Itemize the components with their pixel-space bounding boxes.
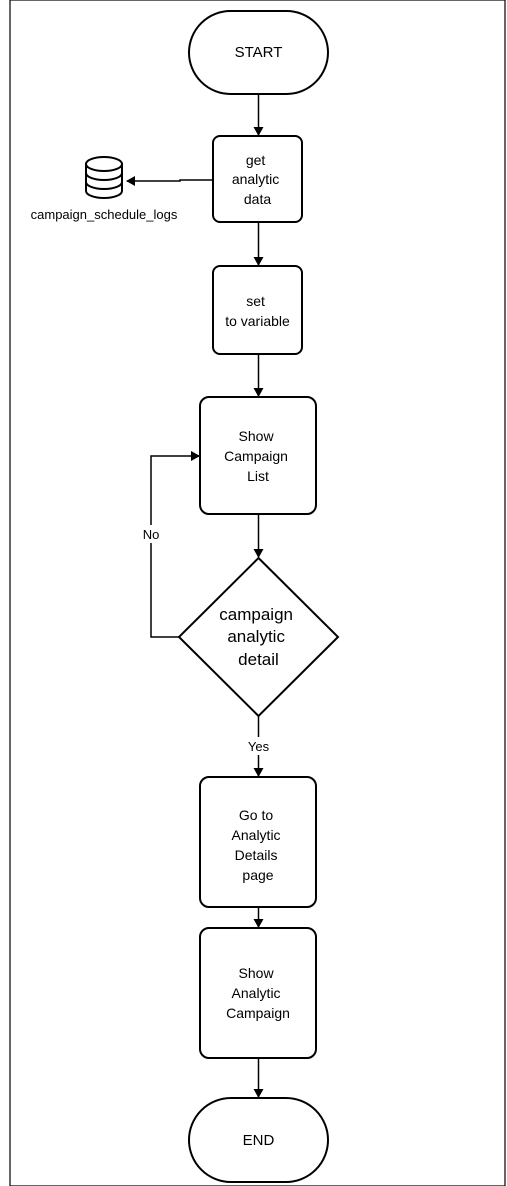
database-label: campaign_schedule_logs bbox=[31, 207, 178, 222]
decision-line-1: campaign bbox=[219, 605, 293, 624]
show-list-line-2: Campaign bbox=[224, 448, 288, 464]
go-details-label: Go to Analytic Details page bbox=[232, 807, 285, 883]
arrow-no-loop bbox=[150, 451, 200, 638]
set-variable-line-2: to variable bbox=[225, 313, 290, 329]
diagram-frame bbox=[9, 0, 506, 1186]
yes-label-bg bbox=[242, 737, 274, 755]
set-variable-line-1: set bbox=[246, 293, 265, 309]
go-details-line-3: Details bbox=[235, 847, 278, 863]
decision-line-2: analytic bbox=[227, 627, 285, 646]
show-list-label: Show Campaign List bbox=[224, 428, 292, 484]
no-label-bg bbox=[138, 525, 164, 543]
show-campaign-label: Show Analytic Campaign bbox=[226, 965, 290, 1021]
decision-line-3: detail bbox=[238, 650, 279, 669]
get-data-label: get analytic data bbox=[232, 152, 283, 207]
get-data-line-2: analytic bbox=[232, 171, 279, 187]
end-node bbox=[188, 1097, 329, 1183]
get-data-line-1: get bbox=[246, 152, 266, 168]
go-details-line-2: Analytic bbox=[232, 827, 281, 843]
database-icon bbox=[85, 156, 123, 199]
show-campaign-line-3: Campaign bbox=[226, 1005, 290, 1021]
end-label: END bbox=[243, 1132, 275, 1149]
get-data-node bbox=[212, 135, 303, 223]
set-variable-node bbox=[212, 265, 303, 355]
get-data-line-3: data bbox=[244, 191, 271, 207]
start-label: START bbox=[235, 44, 283, 61]
yes-label: Yes bbox=[248, 739, 270, 754]
show-list-line-1: Show bbox=[239, 428, 275, 444]
decision-label: campaign analytic detail bbox=[219, 605, 297, 669]
show-campaign-line-1: Show bbox=[239, 965, 275, 981]
show-campaign-line-2: Analytic bbox=[232, 985, 281, 1001]
arrow-get-db bbox=[126, 176, 213, 186]
go-details-line-1: Go to bbox=[239, 807, 273, 823]
show-list-line-3: List bbox=[247, 468, 269, 484]
set-variable-label: set to variable bbox=[225, 293, 290, 329]
no-label: No bbox=[143, 527, 160, 542]
go-details-line-4: page bbox=[242, 867, 273, 883]
